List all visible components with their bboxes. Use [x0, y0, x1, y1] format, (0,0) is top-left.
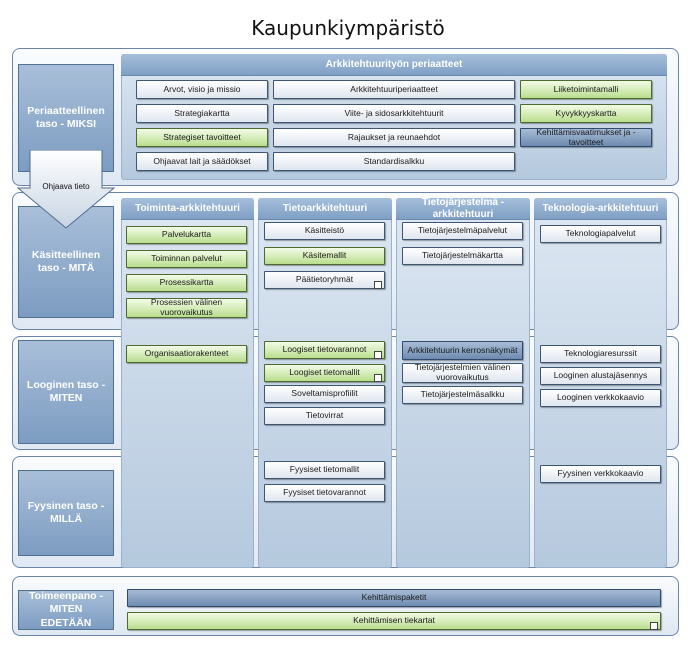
tekno-box[interactable]: Teknologiaresurssit [540, 345, 661, 363]
principle-box[interactable]: Kyvykkyyskartta [520, 104, 652, 123]
tieto-box[interactable]: Loogiset tietovarannot [264, 341, 385, 359]
tieto-box[interactable]: Päätietoryhmät [264, 271, 385, 289]
toiminta-box[interactable]: Prosessikartta [126, 274, 247, 292]
principle-box[interactable]: Rajaukset ja reunaehdot [273, 128, 515, 147]
principles-header: Arkkitehtuurityön periaatteet [121, 54, 667, 76]
principle-box[interactable]: Standardisalkku [273, 152, 515, 171]
tieto-box[interactable]: Soveltamisprofiilit [264, 385, 385, 403]
tieto-box[interactable]: Fyysiset tietomallit [264, 461, 385, 479]
tj-box[interactable]: Tietojärjestelmäkartta [402, 247, 523, 265]
tj-box[interactable]: Tietojärjestelmien välinen vuorovaikutus [402, 362, 523, 383]
tieto-box[interactable]: Käsitteistö [264, 222, 385, 240]
principle-box[interactable]: Kehittämisvaatimukset ja -tavoitteet [520, 127, 652, 147]
principle-box[interactable]: Arvot, visio ja missio [136, 80, 268, 99]
note-icon [374, 351, 382, 359]
principle-box[interactable]: Strategiset tavoitteet [136, 128, 268, 147]
tekno-box[interactable]: Looginen verkkokaavio [540, 389, 661, 407]
column-header-toiminta: Toiminta-arkkitehtuuri [121, 198, 254, 220]
toiminta-box[interactable]: Organisaatiorakenteet [126, 345, 247, 363]
principle-box[interactable]: Viite- ja sidosarkkitehtuurit [273, 104, 515, 123]
level-label-physical: Fyysinen taso - MILLÄ [18, 470, 114, 556]
principle-box[interactable]: Liiketoimintamalli [520, 80, 652, 99]
page-title: Kaupunkiympäristö [251, 16, 445, 40]
principle-box[interactable]: Strategiakartta [136, 104, 268, 123]
tieto-box[interactable]: Loogiset tietomallit [264, 364, 385, 382]
note-icon [374, 374, 382, 382]
tj-box[interactable]: Arkkitehtuurin kerrosnäkymät [402, 341, 523, 360]
guiding-arrow-icon [16, 150, 116, 229]
toiminta-box[interactable]: Prosessien välinen vuorovaikutus [126, 297, 247, 318]
tekno-box[interactable]: Fyysinen verkkokaavio [540, 465, 661, 483]
tieto-box[interactable]: Käsitemallit [264, 247, 385, 265]
level-label-logical: Looginen taso - MITEN [18, 340, 114, 444]
note-icon [650, 622, 658, 630]
tj-box[interactable]: Tietojärjestelmäpalvelut [402, 222, 523, 240]
tieto-box[interactable]: Fyysiset tietovarannot [264, 484, 385, 502]
tj-box[interactable]: Tietojärjestelmäsalkku [402, 386, 523, 404]
level-label-implementation: Toimeenpano - MITEN EDETÄÄN [18, 590, 114, 630]
guiding-arrow-label: Ohjaava tieto [42, 182, 90, 191]
note-icon [374, 281, 382, 289]
implementation-box[interactable]: Kehittämispaketit [127, 589, 661, 607]
toiminta-box[interactable]: Palvelukartta [126, 226, 247, 244]
principle-box[interactable]: Arkkitehtuuriperiaatteet [273, 80, 515, 99]
tieto-box[interactable]: Tietovirrat [264, 407, 385, 425]
implementation-box[interactable]: Kehittämisen tiekartat [127, 612, 661, 630]
column-header-tieto: Tietoarkkitehtuuri [258, 198, 392, 220]
tekno-box[interactable]: Teknologiapalvelut [540, 225, 661, 243]
column-header-tj: Tietojärjestelmä -arkkitehtuuri [396, 197, 530, 220]
tekno-box[interactable]: Looginen alustajäsennys [540, 367, 661, 385]
toiminta-box[interactable]: Toiminnan palvelut [126, 250, 247, 268]
column-header-tekno: Teknologia-arkkitehtuuri [534, 198, 667, 220]
principle-box[interactable]: Ohjaavat lait ja säädökset [136, 152, 268, 171]
